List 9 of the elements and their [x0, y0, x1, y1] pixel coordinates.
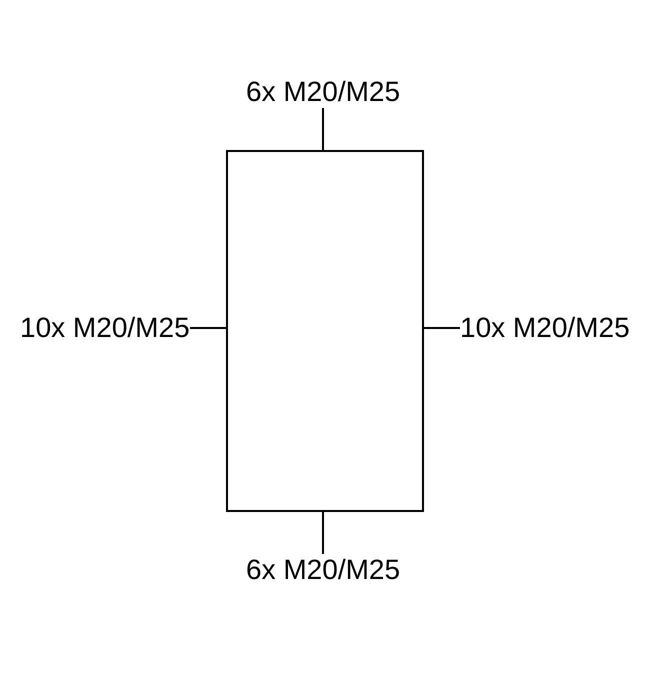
leader-line — [424, 327, 460, 329]
entry-label: 10x M20/M25 — [20, 312, 190, 344]
leader-line — [322, 512, 324, 554]
enclosure-box — [226, 150, 424, 512]
leader-line — [322, 108, 324, 150]
leader-line — [190, 327, 226, 329]
entry-label: 6x M20/M25 — [246, 76, 400, 108]
entry-label: 6x M20/M25 — [246, 554, 400, 586]
entry-label: 10x M20/M25 — [460, 312, 630, 344]
